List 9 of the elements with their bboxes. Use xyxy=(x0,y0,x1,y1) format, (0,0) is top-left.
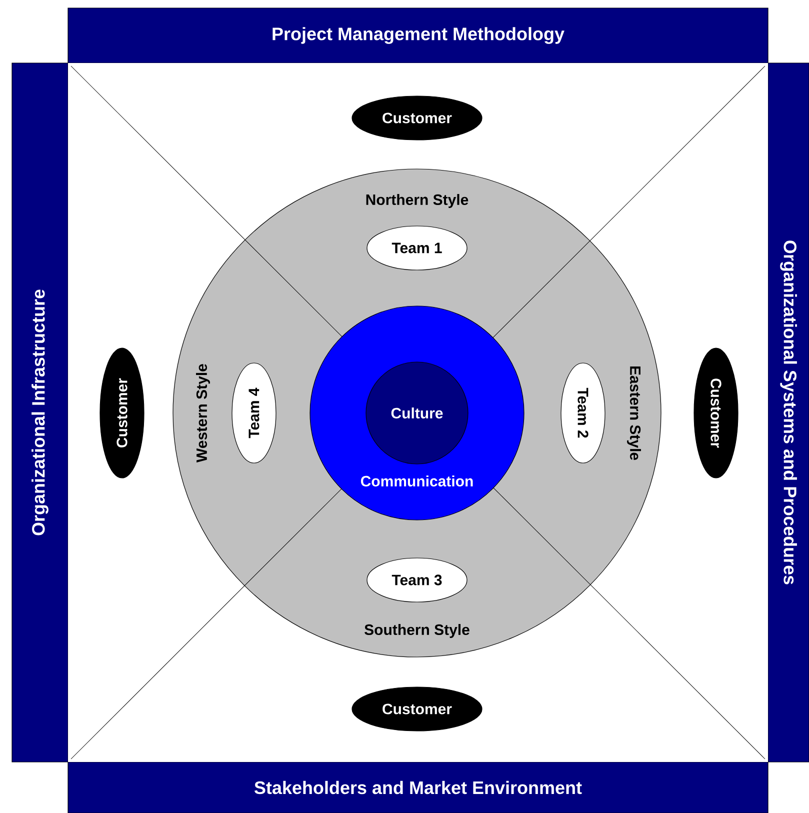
side-band: Project Management Methodology xyxy=(68,8,768,64)
style-label: Eastern Style xyxy=(627,366,641,460)
style-label: Northern Style xyxy=(366,194,468,208)
side-band: Organizational Infrastructure xyxy=(12,62,68,762)
style-label: Southern Style xyxy=(364,624,470,638)
side-band: Stakeholders and Market Environment xyxy=(68,762,768,813)
ring-label: Communication xyxy=(360,476,473,486)
style-label: Western Style xyxy=(196,364,210,462)
side-band: Organizational Systems and Procedures xyxy=(768,62,809,762)
